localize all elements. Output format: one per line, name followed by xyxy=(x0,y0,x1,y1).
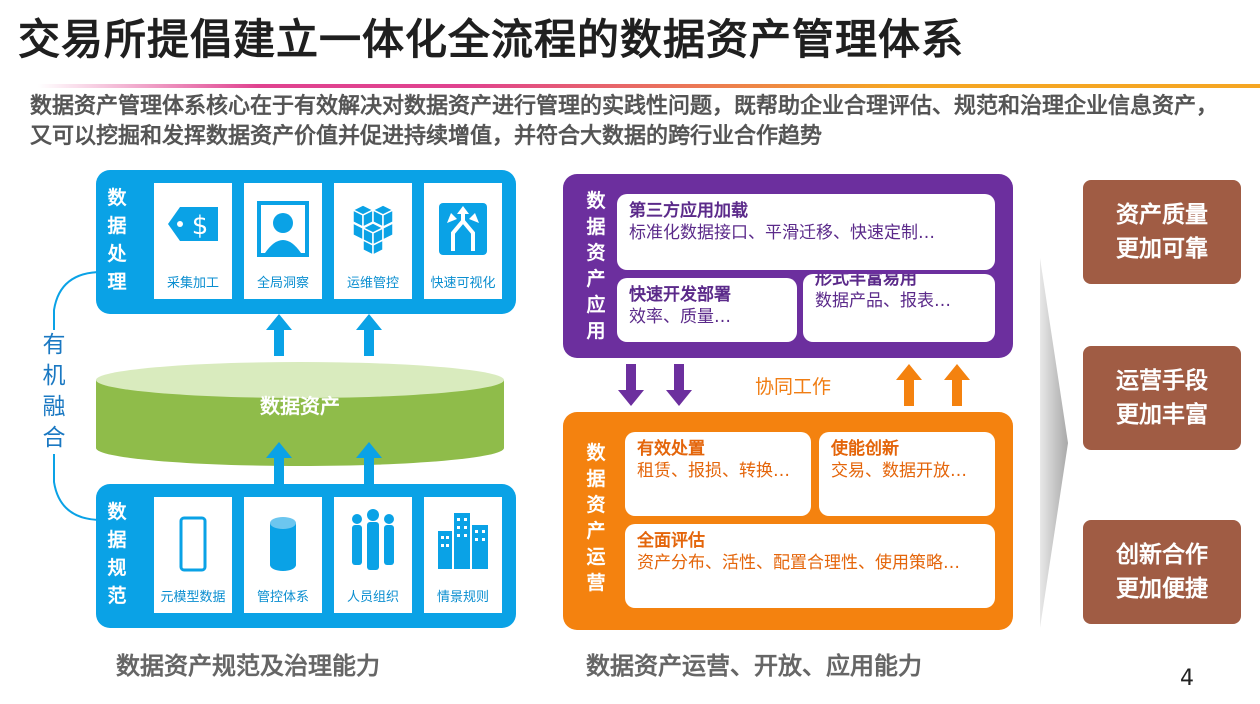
benefit-line: 更加可靠 xyxy=(1116,236,1208,262)
tile-label: 采集加工 xyxy=(166,276,219,291)
benefit-line: 更加便捷 xyxy=(1116,576,1208,602)
people-icon xyxy=(352,509,394,570)
card-title: 快速开发部署 xyxy=(629,285,731,305)
title-underline xyxy=(38,84,1260,88)
cylinder-icon xyxy=(270,517,296,571)
ops-card-innovation: 使能创新 交易、数据开放… xyxy=(819,432,995,516)
subtitle: 数据资产管理体系核心在于有效解决对数据资产进行管理的实践性问题，既帮助企业合理评… xyxy=(30,94,1219,149)
benefit-box-operations: 运营手段 更加丰富 xyxy=(1083,346,1241,450)
chevron-right-icon xyxy=(1040,258,1068,628)
card-title: 有效处置 xyxy=(637,439,705,459)
card-title: 全面评估 xyxy=(637,531,705,551)
benefit-line: 资产质量 xyxy=(1116,202,1208,228)
benefit-line: 创新合作 xyxy=(1116,542,1208,568)
benefit-line: 运营手段 xyxy=(1116,368,1208,394)
organic-fusion-label: 有机融合 xyxy=(40,330,68,454)
data-asset-operation-label: 数据资产运营 xyxy=(586,442,606,594)
card-desc: 交易、数据开放… xyxy=(831,461,967,481)
tile-collect: $ 采集加工 xyxy=(154,183,232,299)
middle-caption: 数据资产运营、开放、应用能力 xyxy=(586,652,922,680)
tile-label: 全局洞察 xyxy=(256,276,309,291)
ops-card-assessment: 全面评估 资产分布、活性、配置合理性、使用策略… xyxy=(625,524,995,608)
data-processing-label: 数据处理 xyxy=(107,187,127,293)
tile-scenario-rules: 情景规则 xyxy=(424,497,502,613)
buildings-icon xyxy=(438,513,488,569)
card-desc: 资产分布、活性、配置合理性、使用策略… xyxy=(637,553,960,573)
data-asset-operation-panel: 数据资产运营 有效处置 租赁、报损、转换… 使能创新 交易、数据开放… 全面评估… xyxy=(563,412,1013,630)
data-asset-application-label: 数据资产应用 xyxy=(586,190,606,342)
tile-metamodel: 元模型数据 xyxy=(154,497,232,613)
portrait-icon xyxy=(257,201,309,257)
benefit-box-cooperation: 创新合作 更加便捷 xyxy=(1083,520,1241,624)
price-tag-icon: $ xyxy=(168,207,218,241)
benefit-line: 更加丰富 xyxy=(1116,402,1208,428)
card-title: 第三方应用加载 xyxy=(629,201,748,221)
data-standard-panel: 数据规范 元模型数据 管控体系 人员组织 xyxy=(96,484,516,628)
tile-control-system: 管控体系 xyxy=(244,497,322,613)
tile-label: 运维管控 xyxy=(346,276,399,291)
app-card-third-party: 第三方应用加载 标准化数据接口、平滑迁移、快速定制… xyxy=(617,194,995,270)
app-card-rich-forms: 形式丰富易用 数据产品、报表… xyxy=(803,274,995,342)
tile-label: 元模型数据 xyxy=(160,590,226,605)
page-number: 4 xyxy=(1180,666,1194,691)
data-processing-panel: 数据处理 $ 采集加工 全局洞察 运维管控 xyxy=(96,170,516,314)
data-asset-application-panel: 数据资产应用 第三方应用加载 标准化数据接口、平滑迁移、快速定制… 快速开发部署… xyxy=(563,174,1013,358)
down-arrow-icon xyxy=(618,364,644,406)
card-desc: 租赁、报损、转换… xyxy=(637,461,790,481)
tile-label: 快速可视化 xyxy=(430,276,496,291)
tile-people: 人员组织 xyxy=(334,497,412,613)
page-title: 交易所提倡建立一体化全流程的数据资产管理体系 xyxy=(18,15,965,64)
cubes-icon xyxy=(351,204,395,257)
svg-text:$: $ xyxy=(192,211,209,241)
up-arrow-icon xyxy=(356,442,382,484)
card-desc: 数据产品、报表… xyxy=(815,291,951,311)
benefit-box-quality: 资产质量 更加可靠 xyxy=(1083,180,1241,284)
data-asset-cylinder-icon xyxy=(96,362,504,466)
card-desc: 标准化数据接口、平滑迁移、快速定制… xyxy=(629,223,935,243)
up-arrow-icon xyxy=(896,364,922,406)
data-standard-label: 数据规范 xyxy=(107,501,127,607)
up-arrow-icon xyxy=(266,442,292,484)
data-asset-label: 数据资产 xyxy=(260,394,340,418)
card-desc: 效率、质量… xyxy=(629,307,731,327)
tile-ops: 运维管控 xyxy=(334,183,412,299)
tile-label: 情景规则 xyxy=(436,590,489,605)
phone-outline-icon xyxy=(179,516,207,572)
tile-visualize: 快速可视化 xyxy=(424,183,502,299)
merge-arrows-icon xyxy=(439,203,487,255)
left-caption: 数据资产规范及治理能力 xyxy=(116,652,380,680)
tile-label: 管控体系 xyxy=(256,590,309,605)
tile-label: 人员组织 xyxy=(346,590,399,605)
tile-insight: 全局洞察 xyxy=(244,183,322,299)
card-title: 形式丰富易用 xyxy=(815,274,917,289)
down-arrow-icon xyxy=(666,364,692,406)
card-title: 使能创新 xyxy=(831,439,899,459)
app-card-fast-deploy: 快速开发部署 效率、质量… xyxy=(617,278,797,342)
up-arrow-icon xyxy=(356,314,382,356)
collaboration-label: 协同工作 xyxy=(755,376,832,398)
up-arrow-icon xyxy=(266,314,292,356)
up-arrow-icon xyxy=(944,364,970,406)
ops-card-disposal: 有效处置 租赁、报损、转换… xyxy=(625,432,811,516)
